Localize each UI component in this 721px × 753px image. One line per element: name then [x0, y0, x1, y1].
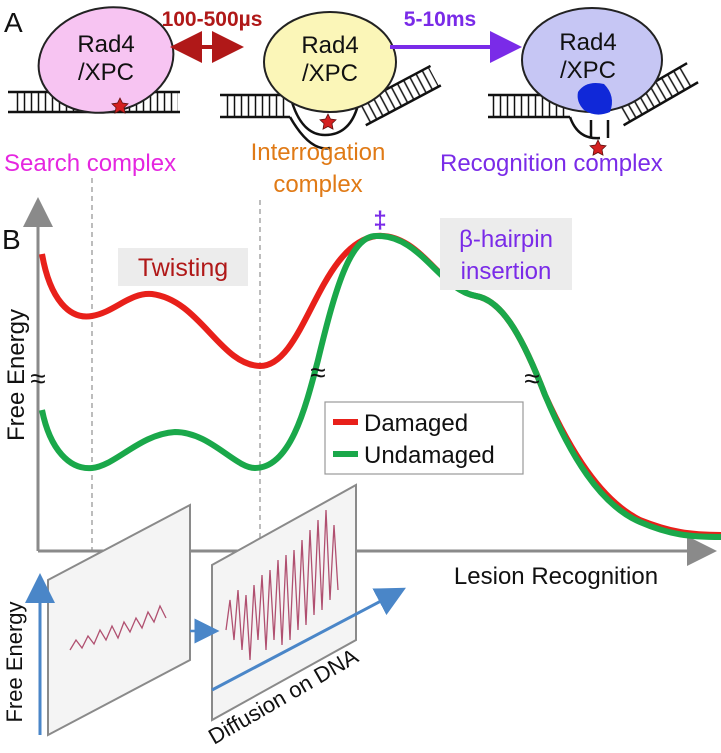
inset-1-trace: [69, 604, 167, 651]
lesion-star-interrogation: [319, 113, 337, 130]
protein-search-label-1: Rad4: [77, 31, 134, 58]
panel-b-letter: B: [2, 224, 21, 255]
beta-hairpin-shape: [577, 83, 612, 115]
hairpin-label-1: β-hairpin: [459, 226, 553, 253]
inset-2-trace: [225, 509, 339, 661]
inset-y-label: Free Energy: [2, 601, 27, 722]
search-complex-label: Search complex: [4, 150, 176, 177]
x-axis-label: Lesion Recognition: [454, 563, 658, 590]
axis-break-2: ≈: [310, 357, 325, 388]
dna-interrogation: [220, 64, 442, 150]
panel-a-letter: A: [4, 7, 23, 38]
legend-label-undamaged: Undamaged: [364, 442, 495, 469]
undamaged-curve: [39, 232, 721, 540]
y-axis-label: Free Energy: [3, 309, 30, 441]
protein-interrogation: [263, 11, 397, 113]
protein-interrogation-label-2: /XPC: [302, 60, 358, 87]
protein-interrogation-label-1: Rad4: [301, 32, 358, 59]
interrogation-complex-label-1: Interrogation: [251, 139, 386, 166]
axis-break-1: ≈: [30, 363, 45, 394]
lesion-star-recognition: [589, 139, 607, 156]
slow-time-label: 5-10ms: [404, 8, 476, 31]
fast-time-label: 100-500µs: [162, 8, 263, 31]
protein-recognition-label-2: /XPC: [560, 57, 616, 84]
inset-landscape-2: [211, 483, 357, 722]
axis-break-3: ≈: [524, 363, 539, 394]
legend: Damaged Undamaged: [324, 401, 524, 475]
twisting-label-bg: [118, 248, 248, 286]
lesion-star-search: [111, 97, 129, 114]
hairpin-label-2: insertion: [461, 258, 552, 285]
inset-x-axis: [211, 587, 406, 692]
interrogation-complex-label-2: complex: [273, 171, 362, 198]
twisting-label: Twisting: [138, 254, 228, 282]
protein-recognition-label-1: Rad4: [559, 29, 616, 56]
inset-landscape-1: [47, 503, 191, 737]
recognition-complex-label: Recognition complex: [440, 150, 663, 177]
transition-state-symbol: ‡: [373, 207, 386, 234]
legend-label-damaged: Damaged: [364, 410, 468, 437]
protein-search-label-2: /XPC: [78, 59, 134, 86]
hairpin-label-bg: [440, 218, 572, 290]
